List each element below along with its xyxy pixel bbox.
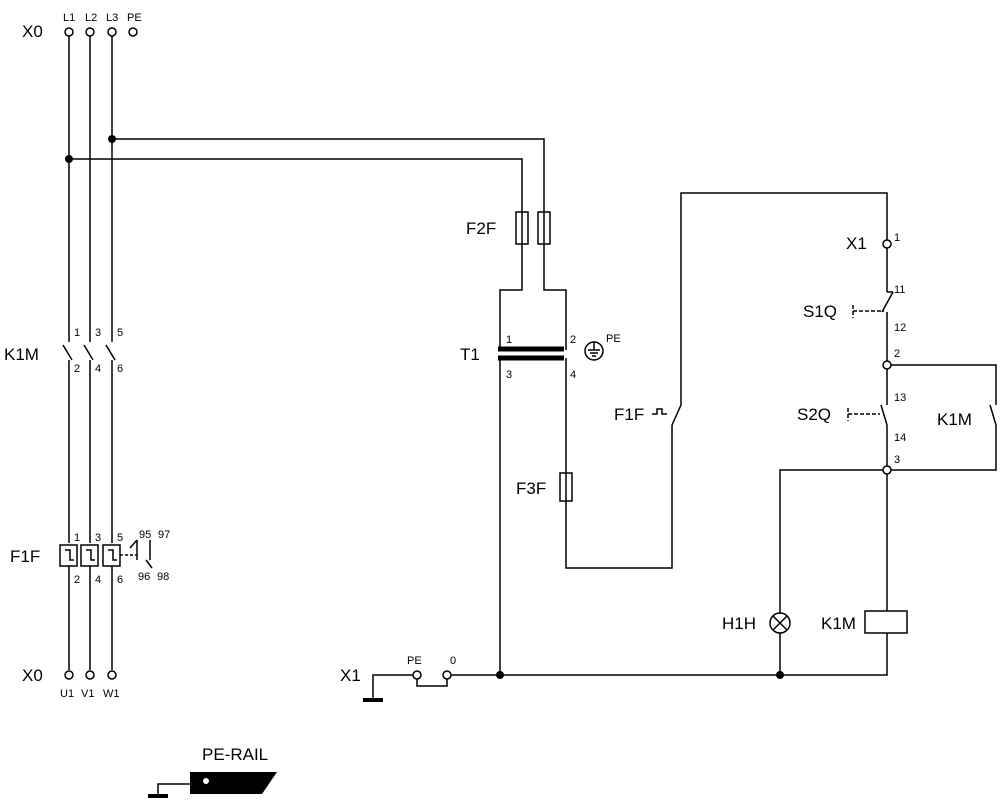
f1f-pin-6: 6: [117, 574, 123, 586]
l2-label: L2: [85, 12, 97, 24]
terminal-u1: [64, 670, 74, 680]
node-2: [882, 360, 892, 370]
k1m-coil: [500, 610, 908, 676]
terminal-w1: [107, 670, 117, 680]
f2f-label: F2F: [466, 219, 496, 238]
f1f-pin-1: 1: [74, 532, 80, 544]
x0-top-label: X0: [22, 22, 43, 41]
phase-wires-upper: [68, 36, 113, 342]
f1f-pin-3: 3: [95, 532, 101, 544]
k1m-aux-label: K1M: [937, 410, 972, 429]
k1m-pin-2: 2: [74, 363, 80, 375]
node-3: [882, 465, 892, 475]
terminal-x1-0: [442, 670, 452, 680]
lamp-wire-top: [779, 469, 883, 614]
pe-rail: [148, 772, 277, 798]
s2q-start-button: [847, 369, 888, 466]
f1f-control-contact: [652, 192, 888, 426]
t1-transformer: [498, 341, 604, 675]
v1-label: V1: [81, 688, 94, 700]
x1-bottom-terminals: [363, 670, 500, 702]
k1m-pin-5: 5: [117, 327, 123, 339]
x0-bottom-label: X0: [22, 666, 43, 685]
pe-top-label: PE: [127, 12, 142, 24]
control-supply-wires: [65, 135, 545, 212]
f1f-aux-95: 95: [139, 529, 151, 541]
t1-pe-label: PE: [606, 333, 621, 345]
x1-0-label: 0: [450, 655, 456, 667]
l1-label: L1: [63, 12, 75, 24]
w1-label: W1: [103, 688, 120, 700]
t1-pin-1: 1: [506, 334, 512, 346]
x1-pin-1: 1: [894, 232, 900, 244]
s2q-pin-14: 14: [894, 432, 906, 444]
terminal-l3: [107, 27, 117, 37]
f1f-control-label: F1F: [614, 405, 644, 424]
junction-lamp: [776, 671, 784, 679]
f2f-fuses: [499, 211, 567, 350]
l3-label: L3: [106, 12, 118, 24]
k1m-coil-label: K1M: [821, 614, 856, 633]
s2q-pin-13: 13: [894, 392, 906, 404]
s1q-pin-12: 12: [894, 322, 906, 334]
f1f-overload-relay: [59, 539, 153, 670]
f1f-pin-2: 2: [74, 574, 80, 586]
k1m-main-label: K1M: [4, 345, 39, 364]
f1f-pin-4: 4: [95, 574, 101, 586]
s1q-pin-11: 11: [894, 284, 905, 296]
t1-label: T1: [460, 345, 480, 364]
terminal-x1-1: [882, 239, 892, 249]
terminal-x1-pe: [412, 670, 422, 680]
h1h-lamp: [769, 612, 791, 675]
terminal-l1: [64, 27, 74, 37]
f3f-label: F3F: [516, 479, 546, 498]
terminal-pe: [128, 27, 138, 37]
x1-bottom-label: X1: [340, 666, 361, 685]
k1m-main-contacts: [62, 344, 116, 361]
pe-rail-label: PE-RAIL: [202, 745, 268, 764]
main-power-circuit: X0 L1 L2 L3 PE K1M 1 3 5 2 4 6: [4, 12, 170, 700]
k1m-aux-wire-top: [891, 364, 997, 405]
s1q-label: S1Q: [803, 302, 837, 321]
f3f-fuse: [559, 425, 673, 569]
k1m-pin-6: 6: [117, 363, 123, 375]
h1h-label: H1H: [722, 614, 756, 633]
f1f-aux-96: 96: [138, 571, 150, 583]
phase-wires-middle: [68, 360, 113, 543]
u1-label: U1: [60, 688, 74, 700]
x1-top-label: X1: [846, 234, 867, 253]
k1m-pin-3: 3: [95, 327, 101, 339]
k1m-pin-4: 4: [95, 363, 101, 375]
f1f-aux-97: 97: [158, 529, 170, 541]
node-3-label: 3: [894, 454, 900, 466]
k1m-aux-contact: [891, 404, 997, 471]
t1-pin-2: 2: [570, 334, 576, 346]
f1f-main-label: F1F: [10, 547, 40, 566]
x1-pe-label: PE: [407, 655, 422, 667]
t1-pin-4: 4: [570, 369, 576, 381]
t1-pin-3: 3: [506, 369, 512, 381]
terminal-l2: [85, 27, 95, 37]
s2q-label: S2Q: [797, 405, 831, 424]
node-2-label: 2: [894, 348, 900, 360]
f1f-aux-98: 98: [157, 571, 169, 583]
s1q-stop-button: [852, 248, 894, 365]
k1m-pin-1: 1: [74, 327, 80, 339]
terminal-v1: [85, 670, 95, 680]
f1f-pin-5: 5: [117, 532, 123, 544]
